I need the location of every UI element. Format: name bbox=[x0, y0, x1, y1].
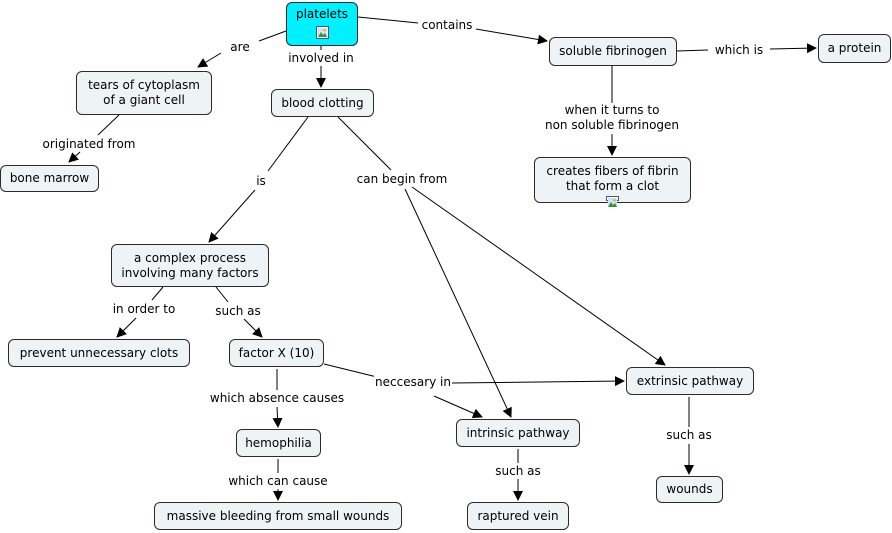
node-a-protein-text: a protein bbox=[827, 41, 882, 55]
line-neccesary-extrinsic bbox=[451, 376, 625, 387]
node-fibers[interactable]: creates fibers of fibrin that form a clo… bbox=[534, 157, 691, 207]
link-is: is bbox=[255, 174, 267, 188]
node-hemophilia-text: hemophilia bbox=[245, 435, 312, 450]
line-originated-bone bbox=[68, 151, 81, 163]
line-complex-inorder bbox=[151, 286, 164, 301]
node-prevent-clots[interactable]: prevent unnecessary clots bbox=[8, 339, 190, 367]
node-blood-clotting[interactable]: blood clotting bbox=[271, 89, 374, 117]
link-are: are bbox=[229, 40, 251, 54]
node-intrinsic-pathway-text: intrinsic pathway bbox=[466, 425, 570, 440]
link-originated-from: originated from bbox=[41, 137, 137, 151]
node-complex-process-text: a complex process involving many factors bbox=[121, 250, 259, 280]
node-fibers-text: creates fibers of fibrin that form a clo… bbox=[546, 164, 679, 193]
link-contains: contains bbox=[420, 18, 474, 32]
node-platelets-text: platelets bbox=[295, 7, 349, 21]
line-inorder-prevent bbox=[116, 317, 137, 338]
node-wounds[interactable]: wounds bbox=[656, 476, 723, 503]
line-blood-canbegin bbox=[337, 116, 392, 171]
link-which-absence-causes: which absence causes bbox=[208, 391, 346, 405]
line-fibrinogen-whichis bbox=[676, 49, 709, 52]
node-massive-bleeding[interactable]: massive bleeding from small wounds bbox=[154, 502, 402, 530]
node-platelets[interactable]: platelets bbox=[286, 2, 358, 46]
link-which-is: which is bbox=[713, 43, 765, 57]
node-raptured-vein[interactable]: raptured vein bbox=[467, 502, 569, 530]
link-which-can-cause: which can cause bbox=[227, 474, 329, 488]
node-hemophilia[interactable]: hemophilia bbox=[236, 429, 321, 457]
line-platelets-are bbox=[258, 30, 287, 42]
line-canbegin-intrinsic bbox=[404, 188, 512, 418]
link-such-as-vein: such as bbox=[494, 464, 542, 478]
line-canbegin-extrinsic bbox=[411, 186, 666, 366]
node-factor-x[interactable]: factor X (10) bbox=[229, 339, 324, 367]
link-in-order-to: in order to bbox=[111, 302, 177, 316]
line-contains-fibrinogen bbox=[475, 28, 548, 45]
node-tears[interactable]: tears of cytoplasm of a giant cell bbox=[76, 71, 212, 115]
node-a-protein[interactable]: a protein bbox=[818, 34, 891, 63]
node-factor-x-text: factor X (10) bbox=[238, 345, 315, 360]
node-wounds-text: wounds bbox=[666, 482, 713, 496]
line-blood-is bbox=[267, 116, 309, 172]
link-when-it-turns: when it turns to non soluble fibrinogen bbox=[543, 103, 681, 133]
line-are-tears bbox=[197, 52, 222, 68]
node-bone-marrow[interactable]: bone marrow bbox=[0, 165, 99, 192]
line-platelets-contains bbox=[357, 16, 419, 24]
node-massive-bleeding-text: massive bleeding from small wounds bbox=[166, 508, 390, 523]
node-extrinsic-pathway[interactable]: extrinsic pathway bbox=[626, 367, 754, 395]
node-complex-process[interactable]: a complex process involving many factors bbox=[111, 244, 269, 287]
line-tears-originated bbox=[97, 114, 120, 136]
node-intrinsic-pathway[interactable]: intrinsic pathway bbox=[456, 419, 580, 447]
node-extrinsic-pathway-text: extrinsic pathway bbox=[636, 373, 744, 388]
link-can-begin-from: can begin from bbox=[355, 172, 449, 186]
line-is-complex bbox=[208, 189, 256, 243]
image-icon[interactable] bbox=[315, 26, 329, 39]
node-tears-text: tears of cytoplasm of a giant cell bbox=[88, 78, 200, 107]
node-raptured-vein-text: raptured vein bbox=[477, 508, 559, 523]
node-bone-marrow-text: bone marrow bbox=[9, 171, 90, 185]
link-such-as-wounds: such as bbox=[665, 428, 713, 442]
line-suchas-factor bbox=[243, 318, 263, 338]
line-absence-hemophilia bbox=[272, 406, 283, 428]
image-icon[interactable] bbox=[606, 196, 619, 207]
node-blood-clotting-text: blood clotting bbox=[281, 95, 364, 110]
node-soluble-fibrinogen-text: soluble fibrinogen bbox=[559, 44, 667, 58]
node-prevent-clots-text: prevent unnecessary clots bbox=[19, 345, 179, 360]
link-such-as-factor: such as bbox=[214, 304, 262, 318]
line-neccesary-intrinsic bbox=[433, 395, 483, 418]
line-whichis-protein bbox=[769, 43, 817, 54]
link-neccesary-in: neccesary in bbox=[374, 375, 452, 389]
link-involved-in: involved in bbox=[287, 51, 355, 65]
node-soluble-fibrinogen[interactable]: soluble fibrinogen bbox=[549, 37, 677, 66]
line-factor-neccesary bbox=[323, 363, 378, 378]
line-complex-suchas bbox=[215, 286, 229, 303]
